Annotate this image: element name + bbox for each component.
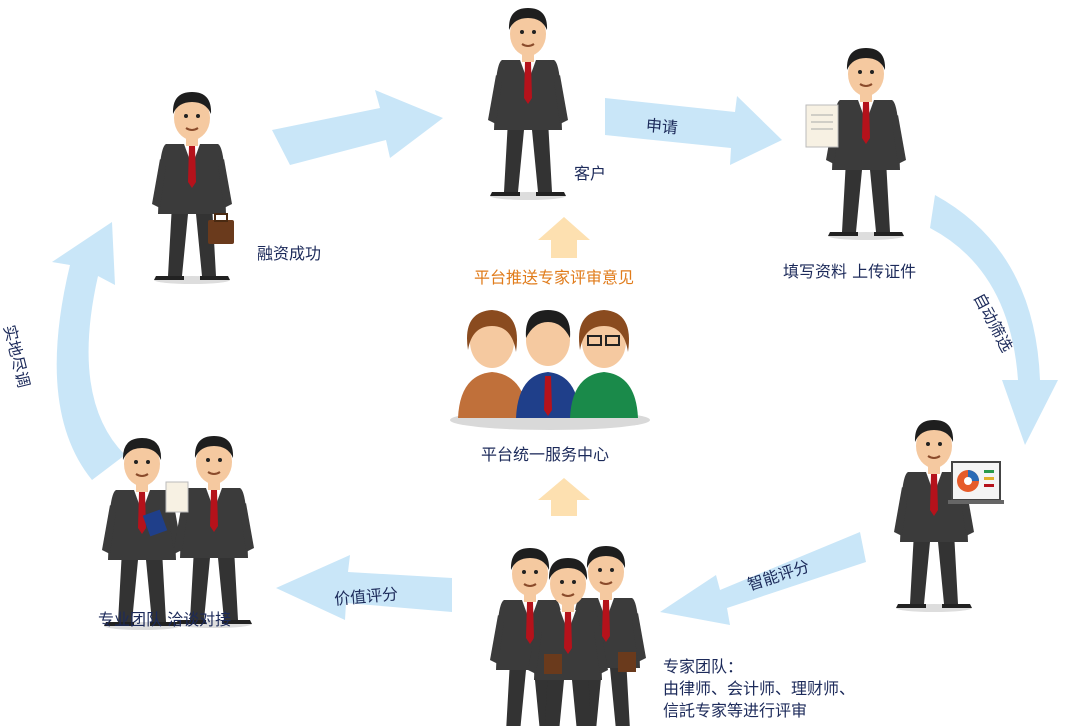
briefcase-icon: [208, 220, 234, 244]
platform-push-label: 平台推送专家评审意见: [474, 268, 635, 287]
service-center-label: 平台统一服务中心: [481, 445, 610, 464]
expert-team-line3: 信託专家等进行评审: [663, 701, 808, 720]
negotiation-figures: [101, 435, 255, 631]
analyst-figure: [893, 419, 975, 613]
up-arrow-top: [538, 217, 590, 258]
arrow-value-score: [276, 555, 452, 620]
expert-team-line1: 专家团队：: [663, 657, 744, 676]
fill-info-label: 填写资料 上传证件: [783, 262, 917, 281]
team-negotiation-label: 专业团队 洽谈对接: [98, 610, 232, 629]
arrow-auto-screen: [930, 195, 1058, 445]
financing-success-label: 融资成功: [257, 244, 322, 263]
expert-team-line2: 由律师、会计师、理财师、: [663, 679, 856, 698]
service-center-group: [450, 310, 650, 430]
document-icon: [805, 104, 839, 148]
arrow-smart-score: [660, 532, 866, 625]
arrow-to-customer: [272, 90, 443, 165]
customer-figure: [487, 7, 569, 201]
expert-team-figures: [489, 545, 647, 726]
apply-arrow-label: 申请: [645, 115, 679, 138]
financing-figure: [151, 91, 233, 285]
arrow-field-survey: [52, 222, 125, 480]
customer-label: 客户: [574, 164, 607, 183]
arrow-apply: [605, 96, 782, 165]
up-arrow-bottom: [538, 478, 590, 516]
